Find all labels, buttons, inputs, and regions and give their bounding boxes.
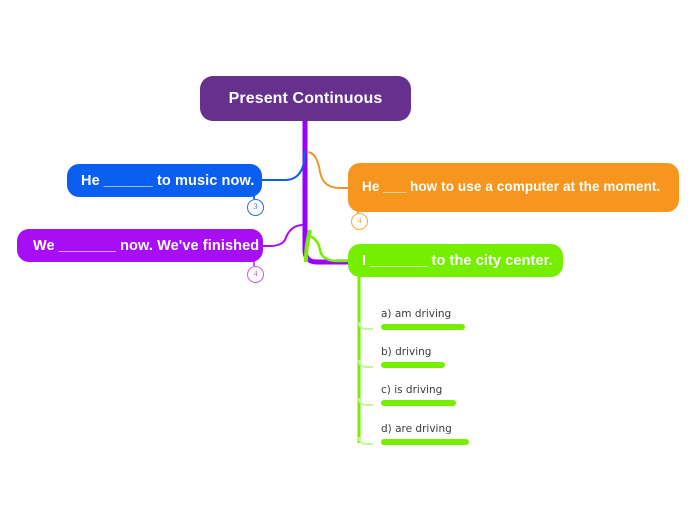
branch-node-blue-label: He ______ to music now. [81, 172, 255, 189]
edge-blue [262, 149, 306, 181]
edge-green [306, 233, 348, 263]
option-bar-c [381, 400, 456, 406]
root-node-label: Present Continuous [228, 89, 383, 107]
badge-blue: 3 [247, 199, 264, 216]
badge-orange: 4 [351, 213, 368, 230]
option-bar-d [381, 439, 469, 445]
branch-node-orange[interactable]: He ___ how to use a computer at the mome… [348, 163, 679, 212]
edge-option-c [358, 397, 373, 406]
root-node[interactable]: Present Continuous [200, 76, 411, 121]
branch-node-green-label: I _______ to the city center. [362, 252, 553, 269]
option-label-d: d) are driving [381, 423, 452, 435]
option-item-a[interactable]: a) am driving [381, 308, 465, 330]
option-item-d[interactable]: d) are driving [381, 423, 469, 445]
branch-node-orange-label: He ___ how to use a computer at the mome… [362, 179, 661, 195]
option-bar-a [381, 324, 465, 330]
edge-magenta [263, 224, 304, 247]
edge-trunk-magenta-green [302, 121, 348, 265]
edge-option-a [358, 321, 373, 330]
option-item-c[interactable]: c) is driving [381, 384, 456, 406]
edge-orange [306, 151, 348, 189]
option-label-c: c) is driving [381, 384, 443, 396]
option-label-b: b) driving [381, 346, 432, 358]
edge-green-thick [304, 229, 312, 262]
edge-option-d [358, 436, 373, 445]
branch-node-magenta[interactable]: We _______ now. We've finished [17, 229, 263, 262]
branch-node-blue[interactable]: He ______ to music now. [67, 164, 262, 197]
edge-option-b [358, 359, 373, 368]
option-item-b[interactable]: b) driving [381, 346, 445, 368]
badge-magenta: 4 [247, 266, 264, 283]
option-bar-b [381, 362, 445, 368]
branch-node-magenta-label: We _______ now. We've finished [33, 237, 260, 254]
branch-node-green[interactable]: I _______ to the city center. [348, 244, 563, 277]
option-label-a: a) am driving [381, 308, 452, 320]
